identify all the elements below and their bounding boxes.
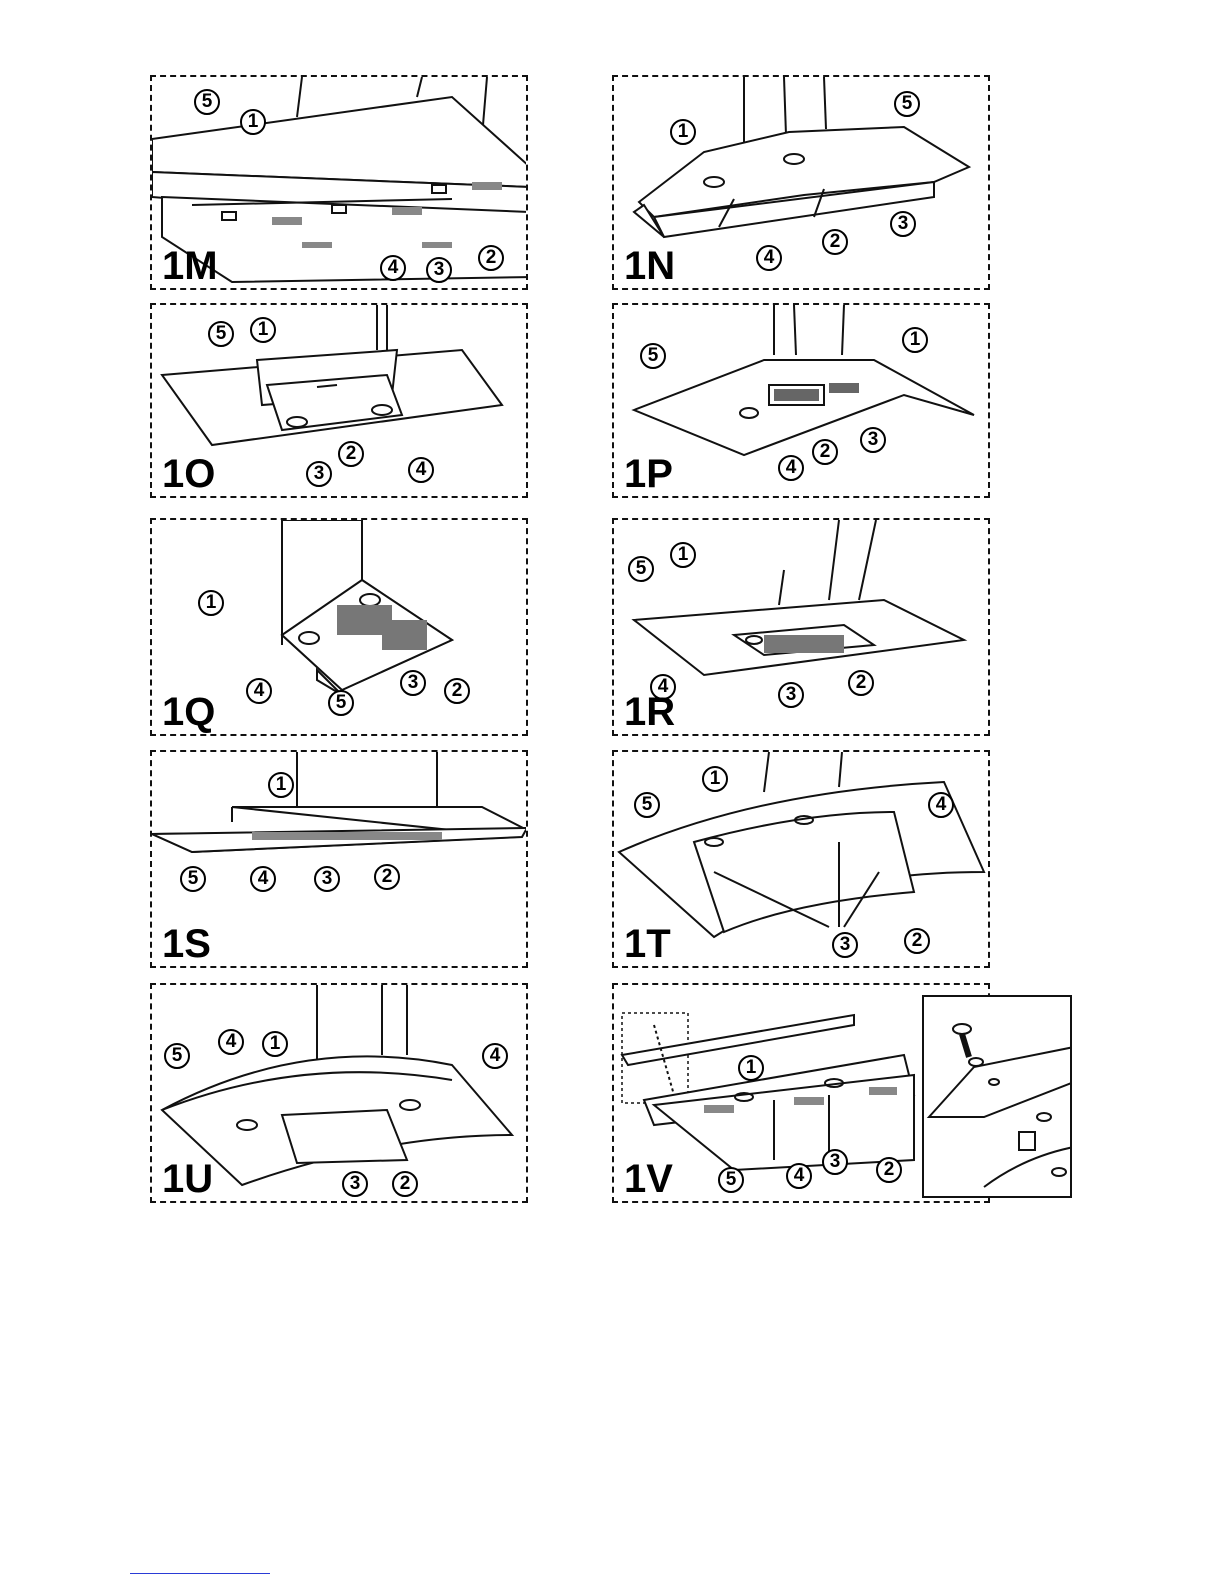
callout-1r-5: 5 xyxy=(628,556,654,582)
callout-1v-5: 5 xyxy=(718,1167,744,1193)
panel-1u: 5 4 1 4 3 2 1U xyxy=(150,983,528,1203)
callout-1s-1: 1 xyxy=(268,772,294,798)
callout-1m-1: 1 xyxy=(240,109,266,135)
panel-label-1t: 1T xyxy=(624,924,671,964)
callout-1s-2: 2 xyxy=(374,864,400,890)
callout-1t-4: 4 xyxy=(928,792,954,818)
callout-1p-1: 1 xyxy=(902,327,928,353)
callout-1p-5: 5 xyxy=(640,343,666,369)
callout-1p-4: 4 xyxy=(778,455,804,481)
panel-1m: 5 1 4 3 2 1M xyxy=(150,75,528,290)
panel-1q: 1 4 5 3 2 1Q xyxy=(150,518,528,736)
callout-1t-5: 5 xyxy=(634,792,660,818)
panel-label-1o: 1O xyxy=(162,454,215,494)
footer-link-line xyxy=(130,1573,270,1574)
panel-label-1v: 1V xyxy=(624,1159,673,1199)
callout-1v-2: 2 xyxy=(876,1157,902,1183)
callout-1u-5: 5 xyxy=(164,1043,190,1069)
callout-1u-1: 1 xyxy=(262,1031,288,1057)
panel-label-1p: 1P xyxy=(624,454,673,494)
callout-1v-1: 1 xyxy=(738,1055,764,1081)
callout-1o-3: 3 xyxy=(306,461,332,487)
callout-1n-3: 3 xyxy=(890,211,916,237)
callout-1r-1: 1 xyxy=(670,542,696,568)
panel-1p: 5 1 4 2 3 1P xyxy=(612,303,990,498)
panel-label-1r: 1R xyxy=(624,692,675,732)
callout-1n-5: 1 xyxy=(670,119,696,145)
callout-1o-2: 2 xyxy=(338,441,364,467)
panel-label-1u: 1U xyxy=(162,1159,213,1199)
panel-1o: 5 1 3 2 4 1O xyxy=(150,303,528,498)
callout-1t-2: 2 xyxy=(904,928,930,954)
callout-1s-5: 5 xyxy=(180,866,206,892)
callout-1n-2: 2 xyxy=(822,229,848,255)
detail-inset-1v xyxy=(922,995,1072,1198)
callout-1o-4: 4 xyxy=(408,457,434,483)
callout-1v-3: 3 xyxy=(822,1149,848,1175)
panel-1n: 5 1 4 2 3 1N xyxy=(612,75,990,290)
callout-1o-5: 5 xyxy=(208,321,234,347)
callout-1q-2: 2 xyxy=(444,678,470,704)
panel-label-1s: 1S xyxy=(162,924,211,964)
callout-1m-5: 5 xyxy=(194,89,220,115)
callout-1m-2: 2 xyxy=(478,245,504,271)
screw-detail-drawing xyxy=(924,997,1072,1198)
panel-label-1n: 1N xyxy=(624,246,675,286)
callout-1m-3: 3 xyxy=(426,257,452,283)
callout-1u-3: 3 xyxy=(342,1171,368,1197)
callout-1q-3: 3 xyxy=(400,670,426,696)
callout-1r-2: 2 xyxy=(848,670,874,696)
callout-1u-2: 2 xyxy=(392,1171,418,1197)
callout-1s-4: 4 xyxy=(250,866,276,892)
callout-1o-1: 1 xyxy=(250,317,276,343)
callout-1t-1: 1 xyxy=(702,766,728,792)
callout-1n-4: 4 xyxy=(756,245,782,271)
callout-1r-3: 3 xyxy=(778,682,804,708)
callout-1q-1: 1 xyxy=(198,590,224,616)
panel-1s: 1 5 4 3 2 1S xyxy=(150,750,528,968)
callout-1q-5: 5 xyxy=(328,690,354,716)
callout-1n-1: 5 xyxy=(894,91,920,117)
panel-label-1q: 1Q xyxy=(162,692,215,732)
callout-1q-4: 4 xyxy=(246,678,272,704)
callout-1v-4: 4 xyxy=(786,1163,812,1189)
panel-1t: 1 5 4 3 2 1T xyxy=(612,750,990,968)
callout-1u-4: 4 xyxy=(218,1029,244,1055)
callout-1m-4: 4 xyxy=(380,255,406,281)
callout-1p-2: 2 xyxy=(812,439,838,465)
callout-1p-3: 3 xyxy=(860,427,886,453)
callout-1u-4b: 4 xyxy=(482,1043,508,1069)
panel-1r: 1 5 4 3 2 1R xyxy=(612,518,990,736)
panel-label-1m: 1M xyxy=(162,246,218,286)
callout-1s-3: 3 xyxy=(314,866,340,892)
callout-1t-3: 3 xyxy=(832,932,858,958)
